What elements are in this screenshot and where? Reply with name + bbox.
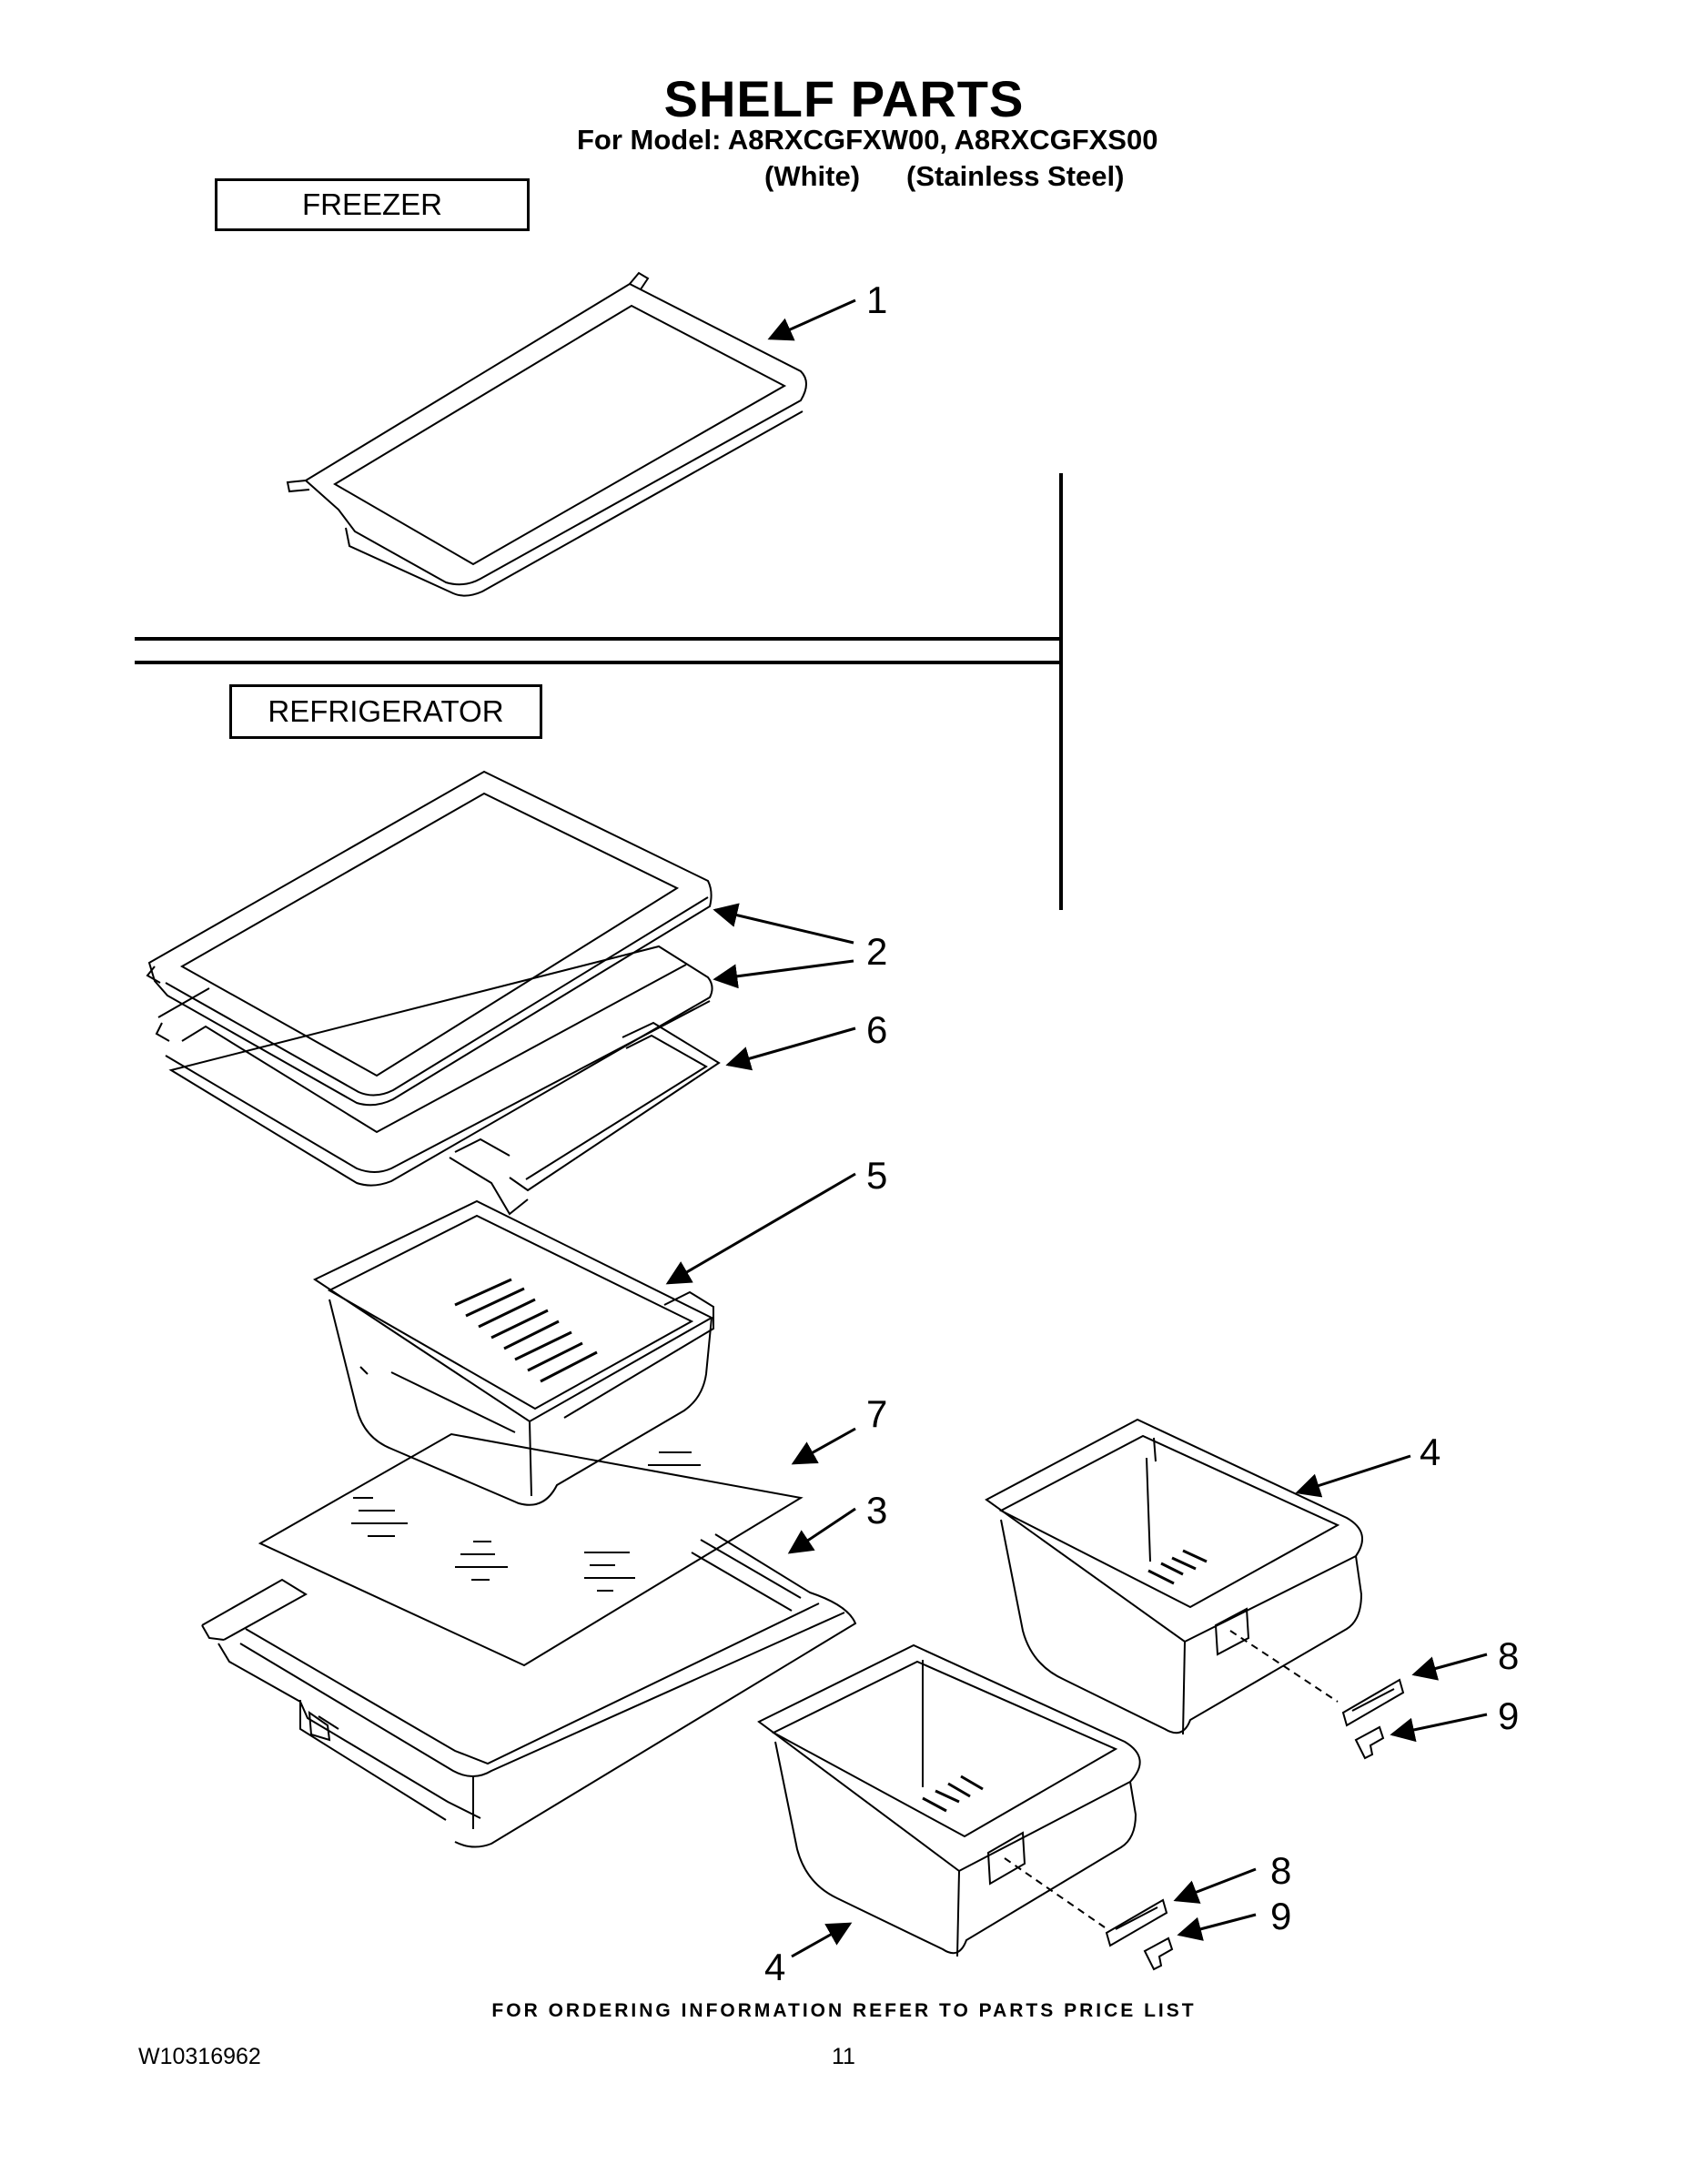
- callout-6: 6: [866, 1008, 888, 1051]
- callout-4-lower: 4: [764, 1946, 786, 1988]
- clip-part-9-lower: [1143, 1936, 1174, 1971]
- callout-4-upper: 4: [1420, 1431, 1441, 1473]
- glass-shelf-part-2: [146, 770, 713, 1187]
- crisper-ribs: [454, 1278, 598, 1383]
- document-number: W10316962: [138, 2044, 261, 2069]
- leader-arrows: [665, 298, 1488, 1958]
- callout-2: 2: [866, 930, 888, 973]
- label-part-8-upper: [1341, 1678, 1405, 1727]
- variant-stainless: (Stainless Steel): [906, 160, 1125, 192]
- freezer-shelf-part-1: [286, 271, 807, 597]
- page-title: SHELF PARTS: [663, 70, 1025, 127]
- refrigerator-section-label: REFRIGERATOR: [229, 684, 542, 739]
- callout-5: 5: [866, 1154, 888, 1197]
- callout-7: 7: [866, 1392, 888, 1435]
- variant-white: (White): [764, 160, 861, 192]
- callout-9-lower: 9: [1270, 1895, 1292, 1937]
- shelf-frame-part-6: [449, 1021, 721, 1216]
- glass-cover-part-7: [258, 1432, 804, 1667]
- callout-8-lower: 8: [1270, 1849, 1292, 1892]
- crisper-drawer-part-5: [312, 1199, 714, 1506]
- assembly-line: [1004, 1630, 1339, 1928]
- model-line: For Model: A8RXCGFXW00, A8RXCGFXS00: [577, 124, 1158, 156]
- callout-1: 1: [866, 278, 888, 321]
- storage-bin-upper-part-4: [985, 1418, 1364, 1735]
- callout-3: 3: [866, 1489, 888, 1532]
- page-number: 11: [832, 2044, 855, 2069]
- section-divider: [135, 473, 1063, 910]
- freezer-section-label: FREEZER: [215, 178, 530, 231]
- storage-bin-lower-part-4: [757, 1643, 1141, 1957]
- crisper-frame-part-3: [201, 1533, 857, 1848]
- clip-part-9-upper: [1354, 1725, 1385, 1760]
- callout-8-upper: 8: [1498, 1634, 1520, 1677]
- callout-9-upper: 9: [1498, 1694, 1520, 1737]
- label-part-8-lower: [1105, 1898, 1168, 1947]
- ordering-info-note: FOR ORDERING INFORMATION REFER TO PARTS …: [491, 2000, 1197, 2021]
